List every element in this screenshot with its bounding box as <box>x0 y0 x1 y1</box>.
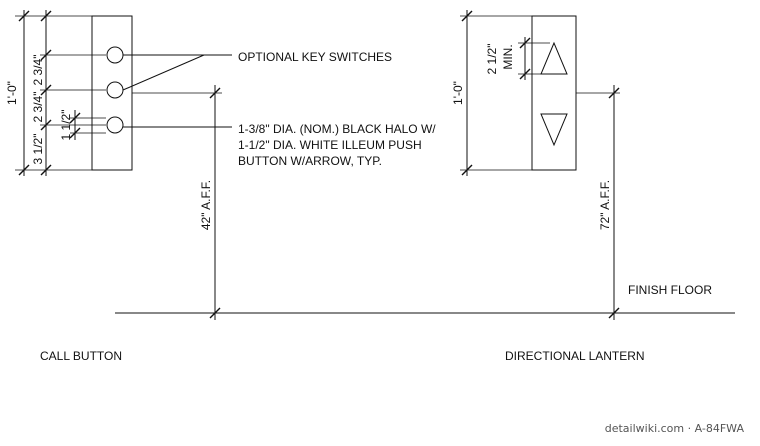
call-dim-tick <box>69 112 81 124</box>
push-button-note-line-3: BUTTON W/ARROW, TYP. <box>238 154 382 168</box>
lantern-up-arrow <box>540 41 568 75</box>
lantern-height-aff-label: 72" A.F.F. <box>598 180 612 230</box>
call-dim-tick <box>40 119 52 131</box>
key-switch-lower <box>106 81 124 99</box>
call-dim-bottom-gap: 3 1/2" <box>31 134 45 165</box>
call-push-button <box>106 116 124 134</box>
finish-floor-label: FINISH FLOOR <box>628 283 712 297</box>
directional-lantern-detail: 1'-0" 2 1/2" MIN. 72" A.F.F. DIRECTIONAL… <box>451 10 645 363</box>
lantern-housing <box>531 15 577 171</box>
call-button-faceplate <box>91 15 133 171</box>
call-dim-tick <box>18 164 30 176</box>
watermark-text: detailwiki.com · A-84FWA <box>605 422 745 435</box>
lantern-dim-tick <box>461 10 473 22</box>
push-button-note-line-1: 1-3/8" DIA. (NOM.) BLACK HALO W/ <box>238 122 436 136</box>
call-dim-overall: 1'-0" <box>5 81 19 105</box>
lantern-dim-tick <box>519 37 531 49</box>
call-dim-tick <box>209 87 221 99</box>
call-dim-mid-gap: 2 3/4" <box>31 92 45 123</box>
push-button-note-line-2: 1-1/2" DIA. WHITE ILLEUM PUSH <box>238 138 422 152</box>
key-switch-upper <box>106 46 124 64</box>
lantern-dim-tick <box>461 164 473 176</box>
call-dim-top-gap: 2 3/4" <box>31 55 45 86</box>
call-dim-tick <box>69 127 81 139</box>
call-dim-button-gap: 1 1/2" <box>59 110 73 141</box>
call-button-detail: 1'-0" 2 3/4" 2 3/4" 3 1/2" 1 1/2" OPTION… <box>5 10 436 363</box>
call-height-aff-label: 42" A.F.F. <box>199 180 213 230</box>
call-dim-tick <box>40 84 52 96</box>
lantern-dim-overall: 1'-0" <box>451 81 465 105</box>
lantern-down-arrow <box>540 113 568 147</box>
lantern-dim-min-label: MIN. <box>501 44 515 69</box>
call-dim-tick <box>40 10 52 22</box>
call-dim-tick <box>40 164 52 176</box>
call-button-title: CALL BUTTON <box>40 349 122 363</box>
call-dim-tick <box>40 49 52 61</box>
call-dim-tick <box>18 10 30 22</box>
lantern-dim-min-size: 2 1/2" <box>485 44 499 75</box>
lantern-dim-tick <box>519 68 531 80</box>
key-switch-leader <box>122 54 205 91</box>
lantern-dim-tick <box>608 87 620 99</box>
key-switches-note: OPTIONAL KEY SWITCHES <box>238 50 392 64</box>
directional-lantern-title: DIRECTIONAL LANTERN <box>505 349 645 363</box>
